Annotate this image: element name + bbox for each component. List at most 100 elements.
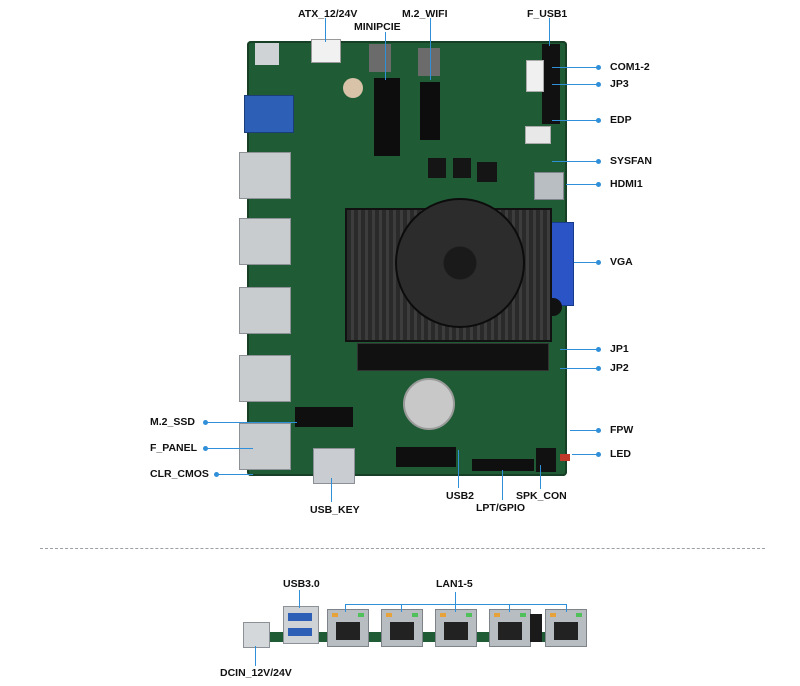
callout-line-minipcie <box>385 32 386 80</box>
vrm-chip-1 <box>428 158 446 178</box>
label-lpt-gpio: LPT/GPIO <box>476 502 526 514</box>
cmos-battery <box>403 378 455 430</box>
label-jp1: JP1 <box>610 343 629 355</box>
label-clr-cmos: CLR_CMOS <box>150 468 209 480</box>
callout-line-jp1 <box>560 349 598 350</box>
callout-line-lan1 <box>345 604 346 612</box>
edp-connector <box>525 126 551 144</box>
label-hdmi1: HDMI1 <box>610 178 643 190</box>
capacitor <box>343 78 363 98</box>
callout-dot-sysfan <box>596 159 601 164</box>
callout-line-atx <box>325 18 326 42</box>
callout-line-m2-wifi <box>430 18 431 80</box>
vrm-chip-3 <box>477 162 497 182</box>
callout-dot-hdmi1 <box>596 182 601 187</box>
section-divider <box>40 548 765 549</box>
callout-line-edp <box>552 120 598 121</box>
m2-wifi-slot <box>420 82 440 140</box>
callout-line-sysfan <box>552 161 598 162</box>
label-f-panel: F_PANEL <box>150 442 198 454</box>
callout-line-led <box>572 454 598 455</box>
hdmi-port <box>534 172 564 200</box>
callout-line-usb2 <box>458 450 459 488</box>
callout-line-lan5 <box>566 604 567 612</box>
dc-jack <box>255 43 279 65</box>
cpu-fan <box>395 198 525 328</box>
callout-line-lpt-gpio <box>502 470 503 500</box>
label-vga: VGA <box>610 256 633 268</box>
label-edp: EDP <box>610 114 632 126</box>
sodimm-slot <box>357 343 549 371</box>
callout-line-usb-key <box>331 478 332 502</box>
minipcie-slot <box>374 78 400 156</box>
usb30-port-bottom <box>288 628 312 636</box>
label-m2-wifi: M.2_WIFI <box>402 8 448 20</box>
label-led: LED <box>610 448 631 460</box>
label-spk-con: SPK_CON <box>516 490 567 502</box>
callout-line-lan2 <box>401 604 402 612</box>
com-header <box>526 60 544 92</box>
label-usb2: USB2 <box>446 490 475 502</box>
callout-line-f-panel <box>205 448 253 449</box>
inductor-2 <box>418 48 440 76</box>
rj45-lan1 <box>327 609 369 647</box>
inductor-1 <box>369 44 391 72</box>
atx-connector <box>311 39 341 63</box>
rj45-lan3 <box>435 609 477 647</box>
label-com12: COM1-2 <box>610 61 650 73</box>
label-fpw: FPW <box>610 424 634 436</box>
usb30-stack <box>283 606 319 644</box>
rj45-lan5 <box>545 609 587 647</box>
rj45-lan2 <box>381 609 423 647</box>
m2-ssd-slot <box>295 407 353 427</box>
io-switch <box>530 614 542 642</box>
usb-key-port <box>313 448 355 484</box>
label-dcin: DCIN_12V/24V <box>220 667 292 679</box>
callout-dot-jp1 <box>596 347 601 352</box>
callout-line-dcin <box>255 646 256 666</box>
callout-line-hdmi1 <box>566 184 598 185</box>
usb2-header <box>396 447 456 467</box>
callout-dot-jp2 <box>596 366 601 371</box>
label-minipcie: MINIPCIE <box>354 21 401 33</box>
rj45-lan4 <box>489 609 531 647</box>
label-jp2: JP2 <box>610 362 629 374</box>
callout-line-vga <box>574 262 598 263</box>
label-atx: ATX_12/24V <box>298 8 358 20</box>
usb3-port-stack <box>244 95 294 133</box>
callout-line-spk-con <box>540 465 541 489</box>
dc-in-jack <box>243 622 270 648</box>
callout-dot-edp <box>596 118 601 123</box>
header-strip <box>542 44 560 124</box>
callout-line-lan15-bar <box>345 604 567 605</box>
lan-port-3 <box>239 287 291 334</box>
lpt-gpio-header <box>472 459 534 471</box>
label-jp3: JP3 <box>610 78 629 90</box>
callout-line-fpw <box>570 430 598 431</box>
callout-line-usb30 <box>299 590 300 608</box>
callout-dot-vga <box>596 260 601 265</box>
label-sysfan: SYSFAN <box>610 155 653 167</box>
label-usb-key: USB_KEY <box>310 504 360 516</box>
led-indicator <box>560 454 570 461</box>
lan-port-5 <box>239 423 291 470</box>
callout-dot-jp3 <box>596 82 601 87</box>
callout-line-jp2 <box>560 368 598 369</box>
label-m2-ssd: M.2_SSD <box>150 416 195 428</box>
callout-line-lan15-stem <box>455 592 456 604</box>
callout-line-lan3 <box>455 604 456 612</box>
lan-port-1 <box>239 152 291 199</box>
label-usb30: USB3.0 <box>283 578 320 590</box>
callout-dot-led <box>596 452 601 457</box>
vrm-chip-2 <box>453 158 471 178</box>
callout-dot-fpw <box>596 428 601 433</box>
lan-port-4 <box>239 355 291 402</box>
spk-connector <box>536 448 556 472</box>
callout-line-com12 <box>552 67 598 68</box>
callout-dot-com12 <box>596 65 601 70</box>
callout-line-clr-cmos <box>216 474 253 475</box>
usb30-port-top <box>288 613 312 621</box>
callout-line-lan4 <box>509 604 510 612</box>
callout-line-f-usb1 <box>549 18 550 46</box>
lan-port-2 <box>239 218 291 265</box>
